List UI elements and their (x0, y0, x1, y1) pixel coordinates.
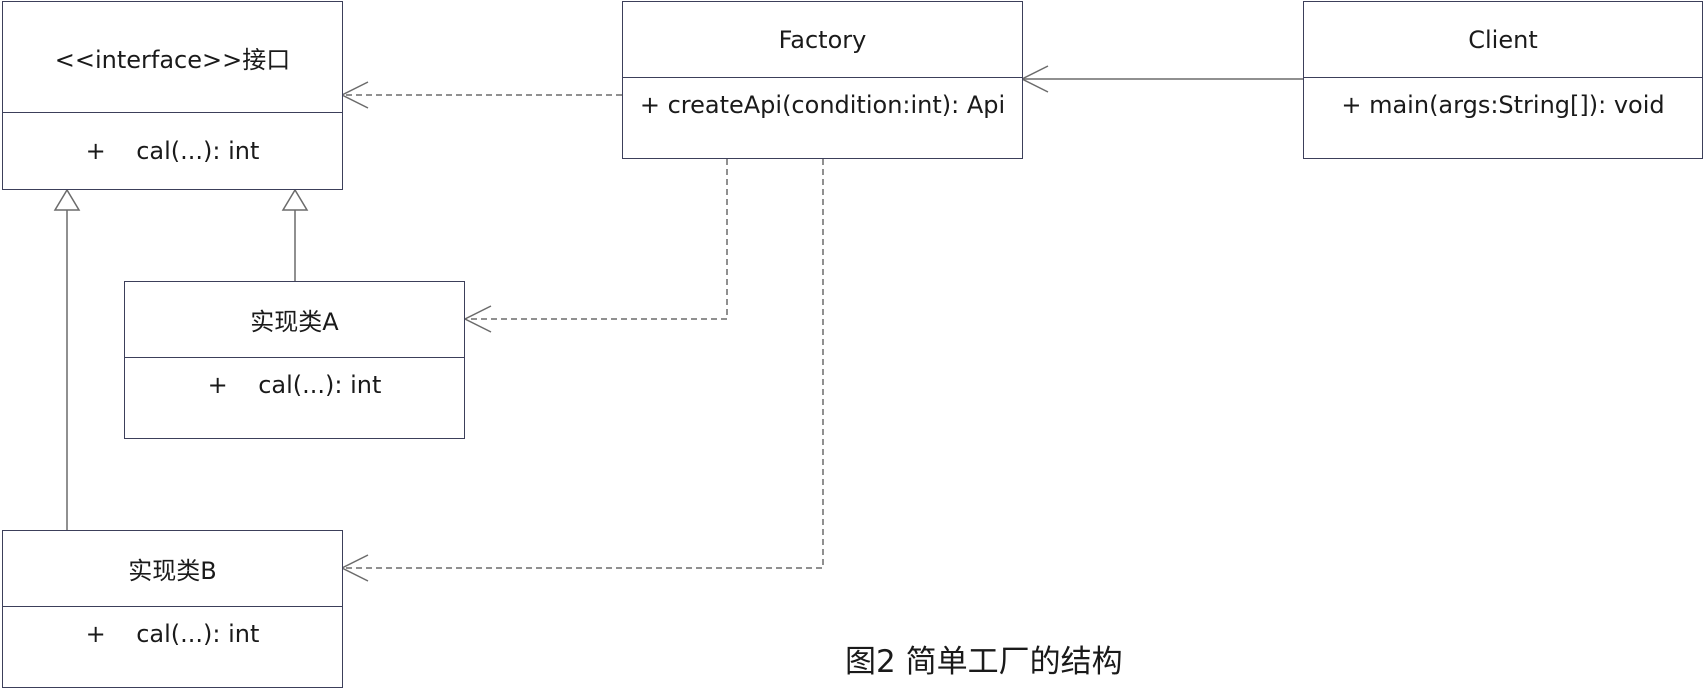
class-box-interface: <<interface>>接口 + cal(...): int (2, 1, 343, 190)
relation-factory-interface (340, 81, 622, 109)
class-box-impl-b: 实现类B + cal(...): int (2, 530, 343, 688)
class-name-impl-b: 实现类B (3, 531, 342, 607)
class-method-impl-a: + cal(...): int (207, 371, 382, 399)
class-box-client: Client + main(args:String[]): void (1303, 1, 1703, 159)
class-box-factory: Factory + createApi(condition:int): Api (622, 1, 1023, 159)
class-name-impl-a: 实现类A (125, 282, 464, 358)
relation-impl-a-interface (281, 188, 309, 281)
relation-impl-b-interface (53, 188, 81, 530)
diagram-caption: 图2 简单工厂的结构 (845, 644, 1123, 680)
class-box-impl-a: 实现类A + cal(...): int (124, 281, 465, 439)
class-method-impl-b: + cal(...): int (85, 620, 260, 648)
class-method-factory: + createApi(condition:int): Api (639, 91, 1006, 119)
relation-factory-impl-a (463, 159, 728, 333)
relation-client-factory (1020, 65, 1303, 93)
class-name-client: Client (1304, 2, 1702, 78)
class-name-interface: <<interface>>接口 (3, 2, 342, 113)
class-name-factory: Factory (623, 2, 1022, 78)
class-method-interface: + cal(...): int (85, 137, 260, 165)
class-method-client: + main(args:String[]): void (1341, 91, 1665, 119)
